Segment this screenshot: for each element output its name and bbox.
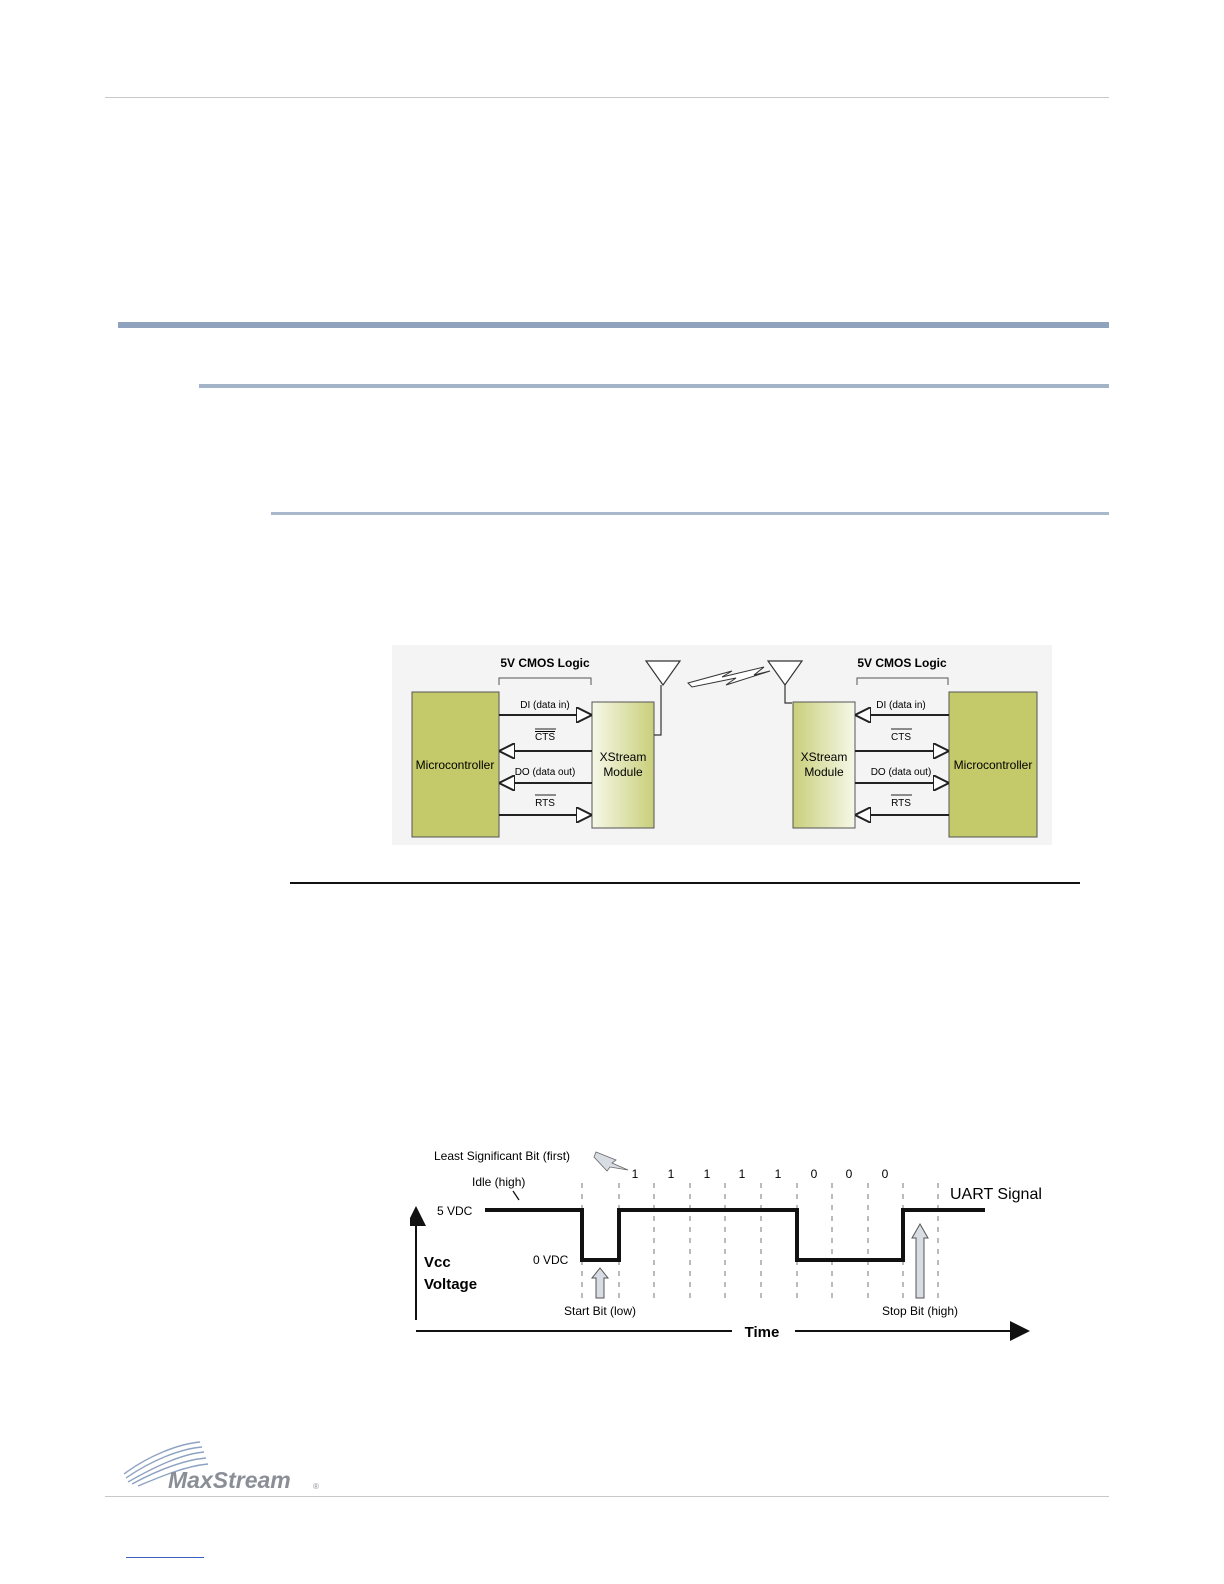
do-label-left: DO (data out) [515, 767, 576, 778]
header-rule [105, 97, 1109, 98]
module-right-line2: Module [804, 765, 844, 779]
wireless-link-icon [687, 666, 771, 688]
footer-rule [105, 1496, 1109, 1497]
x-axis-label: Time [745, 1324, 780, 1341]
rts-label-left: RTS [535, 798, 555, 809]
logic-bracket-right [856, 677, 949, 685]
y-axis-label-line2: Voltage [424, 1276, 477, 1293]
stop-bit-label: Stop Bit (high) [882, 1304, 958, 1318]
xstream-module-left [591, 701, 655, 829]
maxstream-logo: MaxStream ® [123, 1441, 319, 1493]
section-rule-level3 [271, 512, 1109, 515]
module-left-line1: XStream [600, 750, 647, 764]
microcontroller-left-label: Microcontroller [416, 758, 495, 772]
antenna-left [654, 685, 662, 736]
cts-label-right: CTS [891, 732, 911, 743]
connection-diagram: 5V CMOS Logic Microcontroller XStream Mo… [392, 645, 1052, 845]
microcontroller-right-label: Microcontroller [954, 758, 1033, 772]
rts-label-right: RTS [891, 798, 911, 809]
cts-label-left: CTS [535, 732, 555, 743]
stop-bit-arrow-icon [911, 1222, 929, 1299]
idle-label: Idle (high) [472, 1175, 525, 1189]
bit-dividers [581, 1183, 939, 1298]
uart-signal-diagram: Least Significant Bit (first) Idle (high… [410, 1149, 1042, 1341]
antenna-right [784, 685, 792, 704]
logic-label-right: 5V CMOS Logic [857, 656, 947, 670]
antenna-right-icon [766, 660, 804, 687]
footer-link-underline[interactable] [126, 1557, 204, 1558]
bit-label-4: 1 [775, 1167, 782, 1181]
module-right-line1: XStream [801, 750, 848, 764]
uart-signal-label: UART Signal [950, 1186, 1042, 1203]
bit-label-1: 1 [668, 1167, 675, 1181]
start-bit-arrow-icon [590, 1267, 610, 1299]
bit-label-3: 1 [739, 1167, 746, 1181]
logic-bracket-left [498, 677, 592, 685]
bit-label-2: 1 [704, 1167, 711, 1181]
microcontroller-right [948, 691, 1038, 838]
bit-label-5: 0 [811, 1167, 818, 1181]
logic-label-left: 5V CMOS Logic [500, 656, 590, 670]
figure-divider [290, 882, 1080, 884]
high-level-label: 5 VDC [437, 1204, 473, 1218]
logo-text: MaxStream [168, 1467, 291, 1493]
di-label-left: DI (data in) [520, 700, 569, 711]
uart-waveform [485, 1208, 985, 1262]
xstream-module-right [792, 701, 856, 829]
lsb-label: Least Significant Bit (first) [434, 1149, 570, 1163]
lsb-pointer-icon [593, 1151, 629, 1172]
section-rule-level2 [199, 384, 1109, 388]
bit-label-6: 0 [846, 1167, 853, 1181]
di-label-right: DI (data in) [876, 700, 925, 711]
y-axis-label-line1: Vcc [424, 1254, 451, 1271]
logo-swoosh-icon [123, 1441, 209, 1487]
start-bit-label: Start Bit (low) [564, 1304, 636, 1318]
bit-label-7: 0 [882, 1167, 889, 1181]
antenna-left-icon [644, 660, 682, 687]
bit-label-0: 1 [632, 1167, 639, 1181]
low-level-label: 0 VDC [533, 1253, 569, 1267]
module-left-line2: Module [603, 765, 643, 779]
logo-registered-mark: ® [313, 1482, 319, 1491]
microcontroller-left [411, 691, 500, 838]
section-rule-level1 [118, 322, 1109, 328]
do-label-right: DO (data out) [871, 767, 932, 778]
